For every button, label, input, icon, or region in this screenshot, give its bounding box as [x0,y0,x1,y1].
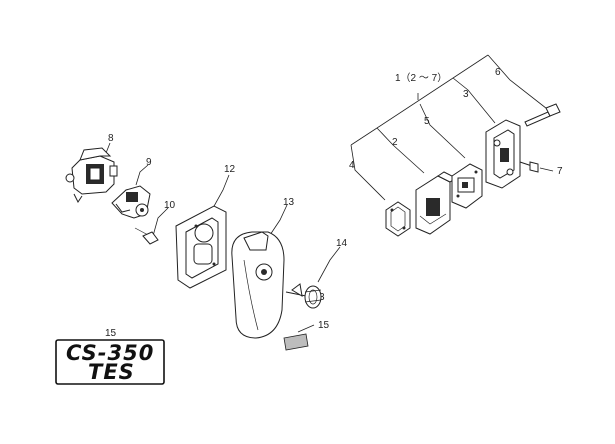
callout-14: 14 [336,238,348,249]
long-bolt-part [524,103,561,127]
callout-labels: 1（2 〜 7） 2 3 3 4 5 6 7 8 9 10 12 13 14 1… [105,67,563,339]
callout-15-box: 15 [105,328,117,339]
callout-4: 4 [349,160,355,171]
decal-line2: TES [88,360,135,384]
screw-part [134,227,159,245]
callout-15-label: 15 [318,320,330,331]
connector-part [111,185,151,219]
carburetor-part [65,147,118,203]
gasket-part [385,201,411,237]
callout-6: 6 [495,67,501,78]
insulator-frame-part [175,205,227,289]
callout-7: 7 [557,166,563,177]
muffler-body-part [415,171,457,235]
callout-13: 13 [283,197,295,208]
callout-3-cap: 3 [319,292,325,303]
callout-2: 2 [392,137,398,148]
cover-part [231,231,285,339]
decal-border [55,339,165,385]
callout-1: 1（2 〜 7） [395,72,447,84]
small-screw-part [519,161,539,173]
model-decal: CS-350 TES [55,339,165,385]
plate-part [451,163,483,209]
bracket-main-line [376,54,489,129]
callout-8: 8 [108,133,114,144]
callout-3-top: 3 [463,89,469,100]
callout-12: 12 [224,164,236,175]
callout-9: 9 [146,157,152,168]
leader-lines [105,54,554,333]
knob-part [285,283,322,309]
muffler-cover-part [485,119,521,189]
callout-10: 10 [164,200,176,211]
callout-5: 5 [424,116,430,127]
sticker-part [283,333,309,351]
decal-line1: CS-350 [66,341,154,365]
